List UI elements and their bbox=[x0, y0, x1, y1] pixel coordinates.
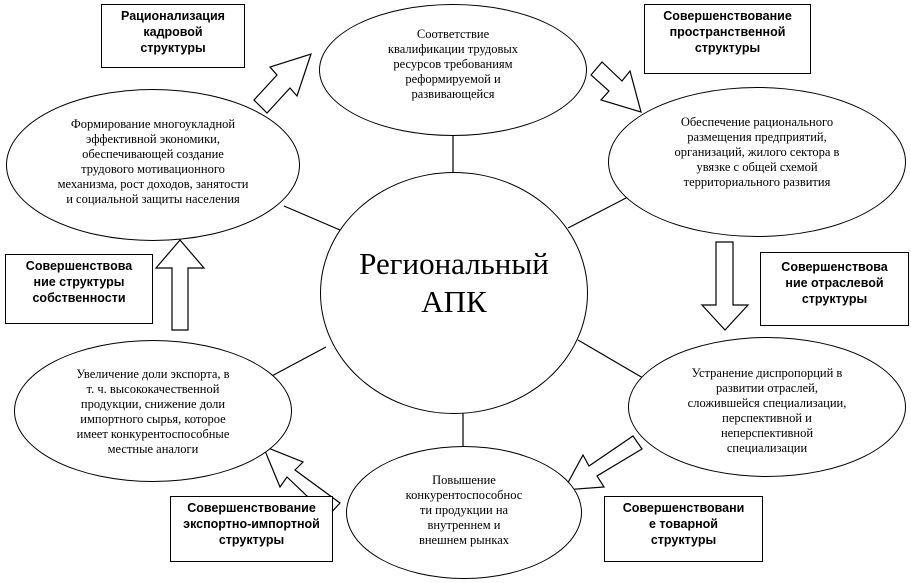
box-spatial: Совершенствование пространственной струк… bbox=[644, 4, 811, 74]
ellipse-left-bottom-text: Увеличение доли экспорта, в т. ч. высоко… bbox=[76, 367, 230, 456]
arrow-to-ownership bbox=[154, 239, 206, 331]
box-ownership: Совершенствова ние структуры собственнос… bbox=[5, 254, 153, 324]
spoke-right-bottom bbox=[577, 339, 644, 379]
box-commodity: Совершенствовани е товарной структуры bbox=[604, 496, 763, 562]
box-sectoral: Совершенствова ние отраслевой структуры bbox=[760, 252, 909, 326]
arrow-to-commodity bbox=[562, 435, 643, 491]
ellipse-left-top-text: Формирование многоукладной эффективной э… bbox=[57, 117, 249, 206]
box-ownership-label: Совершенствова ние структуры собственнос… bbox=[25, 259, 133, 305]
box-personnel: Рационализация кадровой структуры bbox=[101, 4, 245, 68]
arrow-to-spatial bbox=[590, 61, 642, 113]
spoke-right-top bbox=[567, 196, 629, 229]
ellipse-top-text: Соответствие квалификации трудовых ресур… bbox=[387, 27, 519, 101]
box-export-import: Совершенствование экспортно-импортной ст… bbox=[170, 496, 333, 562]
spoke-left-top bbox=[283, 205, 341, 231]
box-spatial-label: Совершенствование пространственной струк… bbox=[663, 9, 792, 55]
spoke-left-bottom bbox=[267, 346, 327, 379]
ellipse-left-top bbox=[6, 89, 300, 241]
center-ellipse bbox=[320, 172, 588, 414]
box-export-import-label: Совершенствование экспортно-импортной ст… bbox=[183, 501, 320, 547]
ellipse-right-top bbox=[608, 87, 906, 237]
ellipse-right-top-text: Обеспечение рационального размещения пре… bbox=[674, 115, 840, 189]
center-label: Региональный АПК bbox=[359, 246, 549, 319]
ellipse-bottom bbox=[346, 446, 582, 579]
ellipse-right-bottom-text: Устранение диспропорций в развитии отрас… bbox=[687, 366, 847, 455]
box-commodity-label: Совершенствовани е товарной структуры bbox=[622, 501, 745, 547]
box-sectoral-label: Совершенствова ние отраслевой структуры bbox=[781, 260, 888, 306]
arrow-to-sectoral bbox=[700, 241, 750, 331]
box-personnel-label: Рационализация кадровой структуры bbox=[121, 9, 225, 55]
ellipse-top bbox=[319, 4, 587, 136]
ellipse-left-bottom bbox=[14, 340, 292, 482]
ellipse-bottom-text: Повышение конкурентоспособнос ти продукц… bbox=[405, 473, 523, 547]
ellipse-right-bottom bbox=[628, 337, 906, 477]
arrow-to-personnel bbox=[253, 53, 312, 114]
